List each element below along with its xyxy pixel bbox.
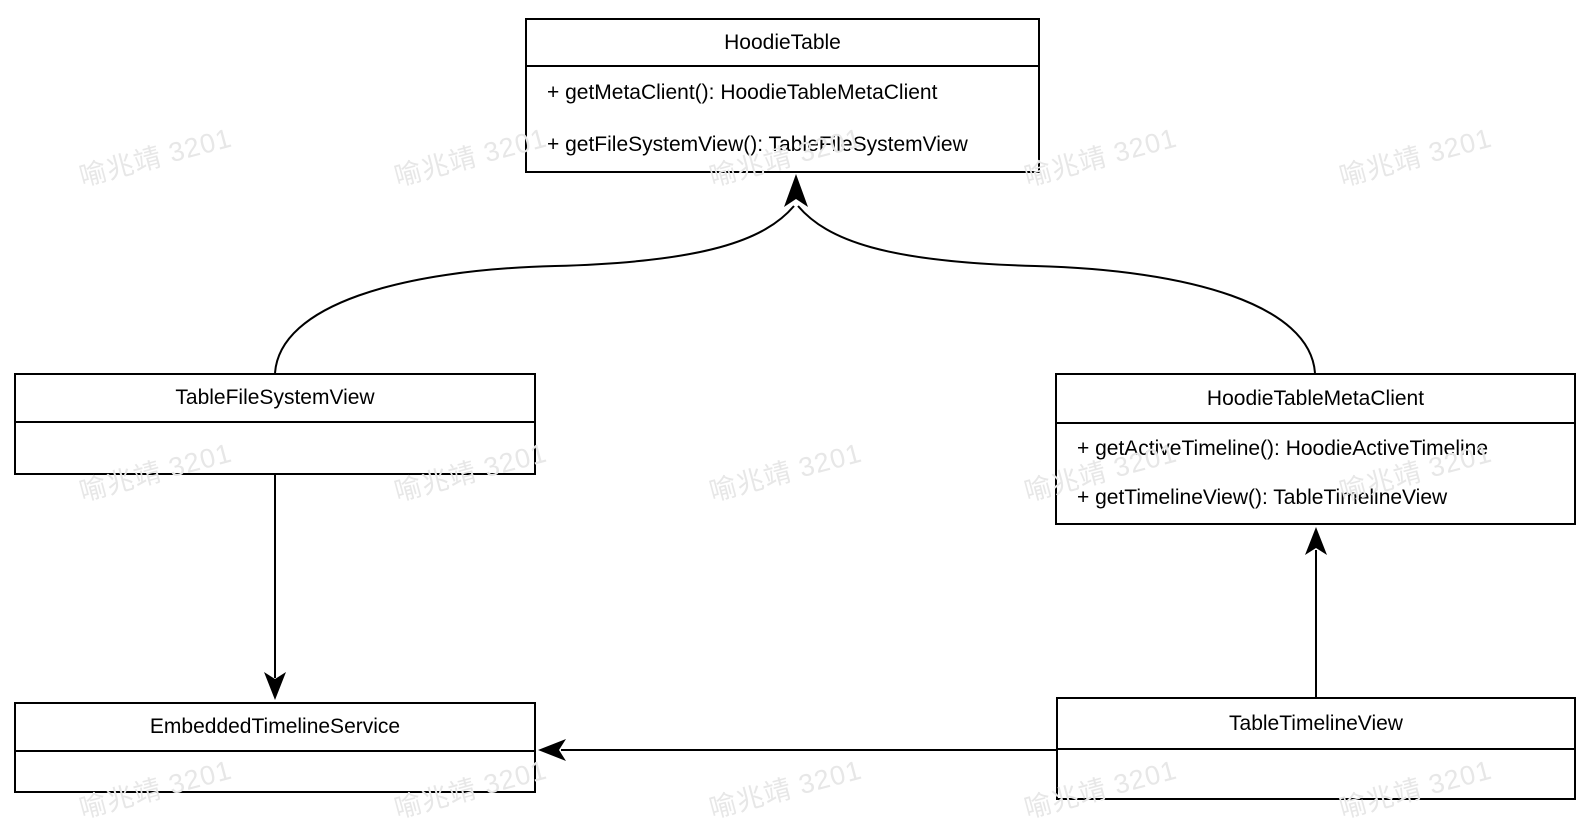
- method-getactivetimeline: + getActiveTimeline(): HoodieActiveTimel…: [1077, 436, 1489, 460]
- class-title-hoodietable: HoodieTable: [527, 20, 1038, 67]
- empty-compartment: [16, 423, 534, 473]
- class-box-embeddedtimelineservice: EmbeddedTimelineService: [14, 702, 536, 793]
- class-box-hoodietable: HoodieTable + getMetaClient(): HoodieTab…: [525, 18, 1040, 173]
- arrowhead-left-embeddedtimelineservice: [538, 739, 566, 761]
- class-methods-hoodietablemetaclient: + getActiveTimeline(): HoodieActiveTimel…: [1057, 424, 1574, 523]
- class-title-tablefilesystemview: TableFileSystemView: [16, 375, 534, 423]
- relation-tablefilesystemview-to-hoodietable: [274, 205, 795, 374]
- method-getfilesystemview: + getFileSystemView(): TableFileSystemVi…: [547, 133, 968, 156]
- method-getmetaclient: + getMetaClient(): HoodieTableMetaClient: [547, 81, 938, 104]
- class-title-tabletimelineview: TableTimelineView: [1058, 699, 1574, 750]
- class-box-tabletimelineview: TableTimelineView: [1056, 697, 1576, 800]
- arrowhead-down-embeddedtimelineservice: [264, 672, 286, 700]
- method-gettimelineview: + getTimelineView(): TableTimelineView: [1077, 486, 1448, 510]
- class-box-tablefilesystemview: TableFileSystemView: [14, 373, 536, 475]
- class-box-hoodietablemetaclient: HoodieTableMetaClient + getActiveTimelin…: [1055, 373, 1576, 525]
- arrowhead-up-hoodietablemetaclient: [1305, 527, 1327, 555]
- empty-compartment: [16, 752, 534, 791]
- relation-hoodietablemetaclient-to-hoodietable: [797, 205, 1316, 374]
- empty-compartment: [1058, 750, 1574, 798]
- class-title-hoodietablemetaclient: HoodieTableMetaClient: [1057, 375, 1574, 424]
- class-title-embeddedtimelineservice: EmbeddedTimelineService: [16, 704, 534, 752]
- class-methods-hoodietable: + getMetaClient(): HoodieTableMetaClient…: [527, 67, 1038, 171]
- arrowhead-up-hoodietable: [784, 174, 808, 207]
